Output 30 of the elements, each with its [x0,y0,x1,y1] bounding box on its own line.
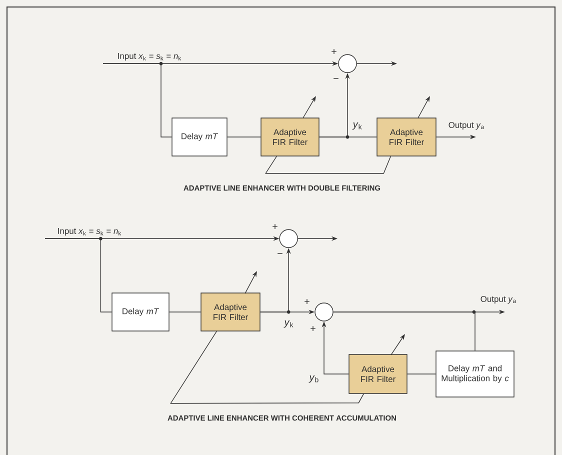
signal-label: y$_{b}$ [308,375,318,383]
signal-label: Output y$_{a}$ [480,296,516,304]
filter-box: Adaptive FIR Filter [348,354,408,394]
summing-junction [314,302,334,322]
sign-label: − [334,78,338,79]
filter-box: Adaptive FIR Filter [376,118,436,156]
filter-box: Adaptive FIR Filter [260,118,320,156]
filter-box: Adaptive FIR Filter [200,292,260,332]
connector-line [102,63,172,138]
connector-line [265,156,391,174]
sign-label: + [272,224,278,229]
delay-box: Delay mT [172,118,228,156]
signal-label: Output y$_{a}$ [448,122,484,130]
sign-label: + [332,49,336,54]
summing-junction [338,54,357,73]
delay-box: Delay mT [112,292,170,332]
signal-label: Input x$_{k}$ = s$_{k}$ = n$_{k}$ [118,53,182,61]
delay-multiplier-box: Delay mT and Multiplication by c [436,350,514,398]
connector-line [319,136,377,138]
connector-line [227,136,261,138]
summing-junction [279,229,298,248]
connector-line [170,330,364,404]
signal-label: Input x$_{k}$ = s$_{k}$ = n$_{k}$ [58,228,122,236]
signal-label: y$_{k}$ [352,122,362,130]
connector-line [44,238,112,312]
connector-line [333,312,476,351]
signal-label: y$_{k}$ [284,320,294,328]
sign-label: − [278,253,282,254]
sign-label: + [304,299,310,304]
sign-label: + [310,326,316,331]
